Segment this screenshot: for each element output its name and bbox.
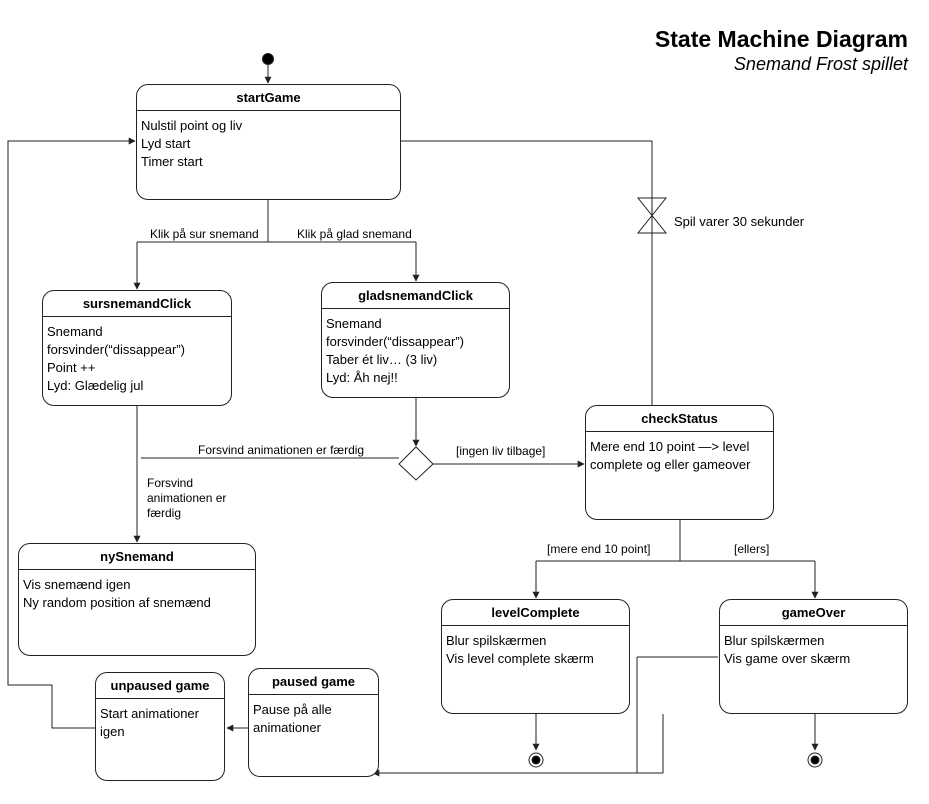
label-forsvind-2: animationen er [147,491,227,505]
diagram-title: State Machine Diagram [654,26,908,52]
state-unpaused-game: unpaused game Start animationer igen [95,672,225,781]
state-check-status: checkStatus Mere end 10 point —> level c… [585,405,774,520]
state-line: Lyd: Glædelig jul [47,378,144,393]
decision-diamond [398,446,434,481]
state-line: Snemand [326,316,382,331]
state-line: Blur spilskærmen [724,633,825,648]
label-forsvind-3: færdig [147,506,182,520]
state-line: Vis snemænd igen [23,577,131,592]
state-ny-snemand: nySnemand Vis snemænd igen Ny random pos… [18,543,256,656]
state-line: animationer [253,720,321,735]
state-line: Timer start [141,154,203,169]
transition-loop-back [7,137,136,729]
state-name: paused game [249,669,378,695]
state-line: Taber ét liv… (3 liv) [326,352,438,367]
state-line: complete og eller gameover [590,457,751,472]
transition-timer [401,140,653,405]
initial-state-dot [262,53,274,65]
label-klik-glad: Klik på glad snemand [297,227,412,241]
state-line: Vis game over skærm [724,651,851,666]
state-line: Start animationer [100,706,199,721]
state-line: Blur spilskærmen [446,633,547,648]
state-name: startGame [137,85,400,111]
state-level-complete: levelComplete Blur spilskærmen Vis level… [441,599,630,714]
label-forsvind-1: Forsvind [147,476,194,490]
state-line: Mere end 10 point —> level [590,439,750,454]
final-state-gameover [807,752,823,768]
state-sursnemand-click: sursnemandClick Snemand forsvinder(“diss… [42,290,232,406]
state-name: levelComplete [442,600,629,626]
state-line: Snemand [47,324,103,339]
final-state-level [528,752,544,768]
label-timer: Spil varer 30 sekunder [674,214,805,229]
state-line: Pause på alle [253,702,332,717]
label-mere-end: [mere end 10 point] [547,542,651,556]
state-name: sursnemandClick [43,291,231,317]
state-name: checkStatus [586,406,773,432]
state-start-game: startGame Nulstil point og liv Lyd start… [136,84,401,200]
state-line: Point ++ [47,360,96,375]
state-line: Lyd: Åh nej!! [326,370,398,385]
diagram-subtitle: Snemand Frost spillet [733,54,908,74]
label-ellers: [ellers] [734,542,770,556]
state-line: forsvinder(“dissappear”) [326,334,464,349]
state-line: Nulstil point og liv [141,118,243,133]
label-forsvind-merge: Forsvind animationen er færdig [198,443,365,457]
state-line: forsvinder(“dissappear”) [47,342,185,357]
state-name: gameOver [720,600,907,626]
state-gladsnemand-click: gladsnemandClick Snemand forsvinder(“dis… [321,282,510,398]
state-name: unpaused game [96,673,224,699]
state-game-over: gameOver Blur spilskærmen Vis game over … [719,599,908,714]
hourglass-icon [636,197,668,234]
state-paused-game: paused game Pause på alle animationer [248,668,379,777]
label-klik-sur: Klik på sur snemand [150,227,259,241]
state-line: igen [100,724,125,739]
state-line: Lyd start [141,136,191,151]
label-ingen-liv: [ingen liv tilbage] [456,444,546,458]
state-name: nySnemand [19,544,255,570]
state-line: Vis level complete skærm [446,651,594,666]
state-line: Ny random position af snemænd [23,595,211,610]
state-name: gladsnemandClick [322,283,509,309]
